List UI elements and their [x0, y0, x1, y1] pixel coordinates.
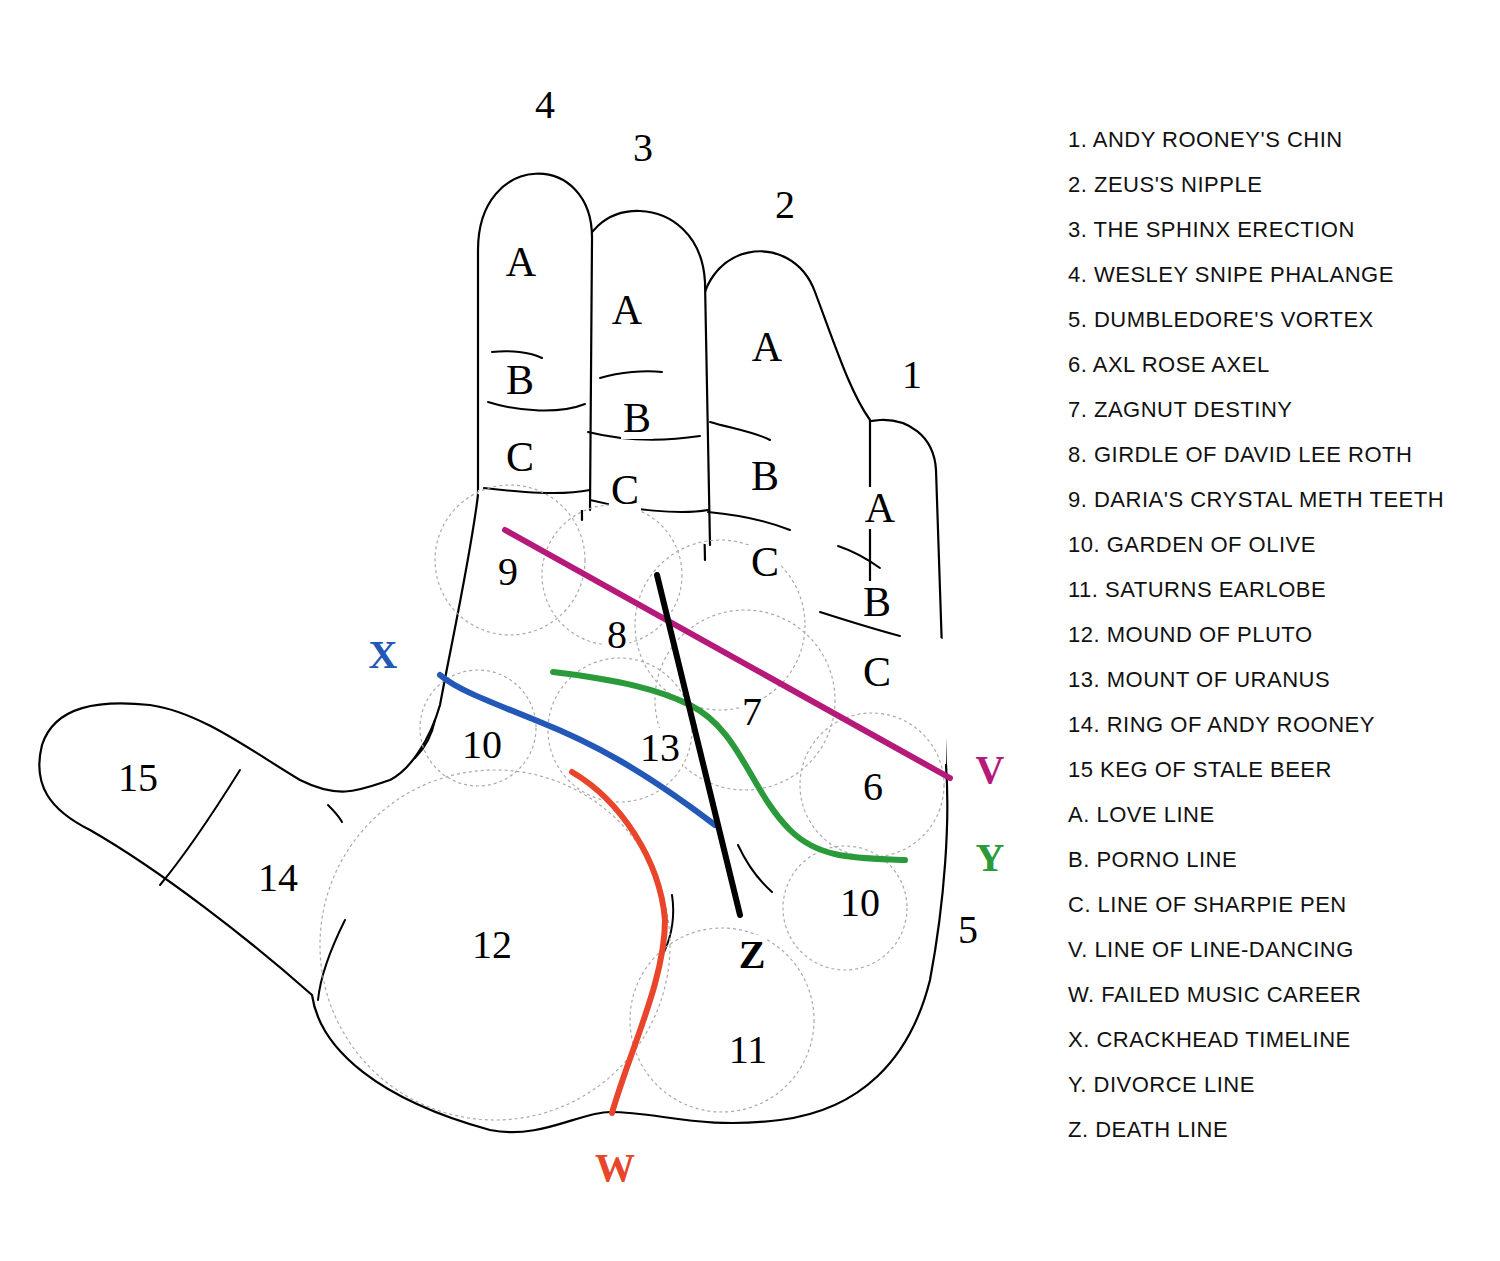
mount-number: 14 [256, 858, 300, 898]
finger-number: 4 [533, 85, 557, 125]
phalanx-letter: C [504, 436, 536, 478]
key-entry: 13. MOUNT OF URANUS [1068, 669, 1330, 691]
line-y [553, 672, 905, 860]
line-w [572, 772, 665, 1113]
key-entry: 9. DARIA'S CRYSTAL METH TEETH [1068, 489, 1444, 511]
phalanx-letter: C [749, 541, 781, 583]
phalanx-letter: A [750, 326, 784, 368]
index-finger [478, 174, 592, 510]
key-entry: 10. GARDEN OF OLIVE [1068, 534, 1316, 556]
mount-number: 8 [605, 615, 629, 655]
line-letter: W [593, 1148, 637, 1188]
mount-number: 13 [638, 728, 682, 768]
key-entry: 5. DUMBLEDORE'S VORTEX [1068, 309, 1374, 331]
mount-number: 10 [838, 883, 882, 923]
phalanx-letter: B [504, 359, 536, 401]
palm-outline [39, 495, 947, 1132]
key-entry: X. CRACKHEAD TIMELINE [1068, 1029, 1351, 1051]
key-entry: W. FAILED MUSIC CAREER [1068, 984, 1361, 1006]
mount-number: 10 [460, 725, 504, 765]
phalanx-letter: A [863, 487, 897, 529]
key-entry: 3. THE SPHINX ERECTION [1068, 219, 1355, 241]
line-letter: Y [974, 838, 1007, 878]
key-entry: 11. SATURNS EARLOBE [1068, 579, 1326, 601]
key-entry: 8. GIRDLE OF DAVID LEE ROTH [1068, 444, 1412, 466]
key-entry: 15 KEG OF STALE BEER [1068, 759, 1332, 781]
phalanx-letter: B [749, 455, 781, 497]
phalanx-letter: A [504, 241, 538, 283]
key-entry: Y. DIVORCE LINE [1068, 1074, 1255, 1096]
finger-number: 1 [900, 355, 924, 395]
finger-number: 2 [773, 185, 797, 225]
line-letter: Z [737, 935, 768, 975]
key-entry: 1. ANDY ROONEY'S CHIN [1068, 129, 1343, 151]
key-entry: V. LINE OF LINE-DANCING [1068, 939, 1354, 961]
key-entry: 14. RING OF ANDY ROONEY [1068, 714, 1375, 736]
mount-number: 6 [861, 767, 885, 807]
finger-number: 3 [631, 128, 655, 168]
key-entry: 7. ZAGNUT DESTINY [1068, 399, 1292, 421]
key-entry: 12. MOUND OF PLUTO [1068, 624, 1313, 646]
key-entry: C. LINE OF SHARPIE PEN [1068, 894, 1347, 916]
phalanx-letter: C [609, 469, 641, 511]
phalanx-letter: B [861, 581, 893, 623]
line-letter: V [974, 750, 1007, 790]
palm-fill [39, 490, 947, 1132]
phalanx-letter: A [610, 289, 644, 331]
phalanx-letter: B [621, 397, 653, 439]
key-entry: A. LOVE LINE [1068, 804, 1215, 826]
mount-circles [320, 485, 944, 1120]
creases [160, 351, 900, 1000]
mount-number: 15 [116, 758, 160, 798]
key-entry: Z. DEATH LINE [1068, 1119, 1228, 1141]
key-entry: 2. ZEUS'S NIPPLE [1068, 174, 1262, 196]
mount-number: 12 [470, 925, 514, 965]
phalanx-letter: C [861, 651, 893, 693]
middle-finger [580, 211, 710, 545]
mount-number: 5 [956, 910, 980, 950]
mount-number: 9 [496, 552, 520, 592]
key-entry: 6. AXL ROSE AXEL [1068, 354, 1270, 376]
mount-number: 11 [727, 1030, 770, 1070]
mount-number: 7 [740, 692, 764, 732]
line-letter: X [367, 635, 400, 675]
key-entry: 4. WESLEY SNIPE PHALANGE [1068, 264, 1394, 286]
key-entry: B. PORNO LINE [1068, 849, 1237, 871]
